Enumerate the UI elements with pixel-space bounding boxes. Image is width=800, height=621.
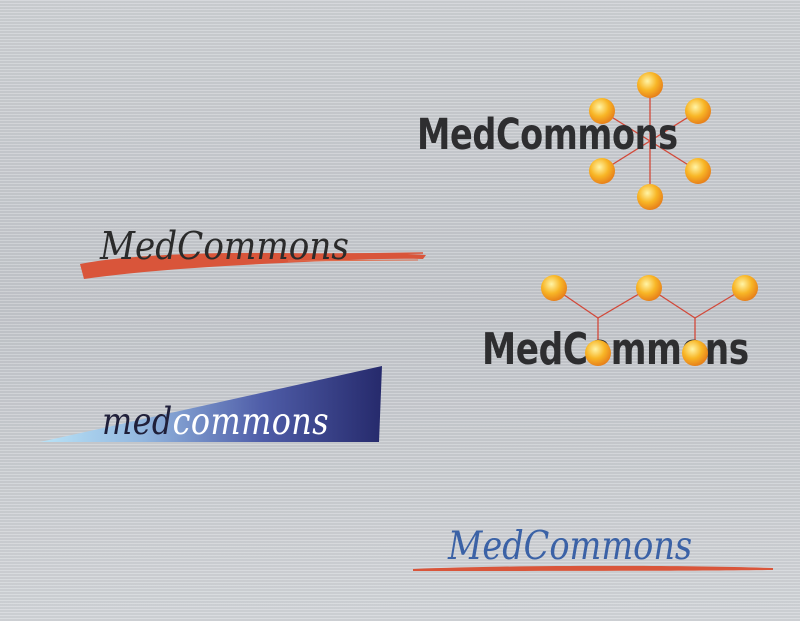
- blue-logo-text: MedCommons: [448, 524, 693, 569]
- logo-wedge: medcommons: [40, 366, 385, 446]
- molecule-nodes: [589, 72, 711, 210]
- node: [541, 275, 567, 301]
- node: [637, 184, 663, 210]
- wedge-text-med: med: [102, 400, 173, 443]
- node: [732, 275, 758, 301]
- wedge-shape: [40, 366, 382, 442]
- underline-swoosh: [413, 565, 773, 571]
- logo-blue: MedCommons: [413, 520, 775, 578]
- node: [589, 98, 615, 124]
- wedge-text-commons: commons: [172, 400, 329, 443]
- brush-stroke: [80, 252, 426, 279]
- chain-nodes: [541, 275, 758, 366]
- logo-chain: MedCommons: [480, 268, 770, 378]
- node: [589, 158, 615, 184]
- logo-molecule: MedCommons: [415, 70, 715, 215]
- molecule-graphic: [601, 85, 699, 197]
- wedge-logo-text: medcommons: [102, 400, 329, 443]
- node: [685, 98, 711, 124]
- node: [637, 72, 663, 98]
- node: [585, 340, 611, 366]
- brush-logo-text: MedCommons: [100, 224, 349, 268]
- logo-brush: MedCommons: [78, 222, 428, 284]
- node: [685, 158, 711, 184]
- node: [636, 275, 662, 301]
- molecule-logo-text: MedCommons: [417, 110, 678, 160]
- node: [682, 340, 708, 366]
